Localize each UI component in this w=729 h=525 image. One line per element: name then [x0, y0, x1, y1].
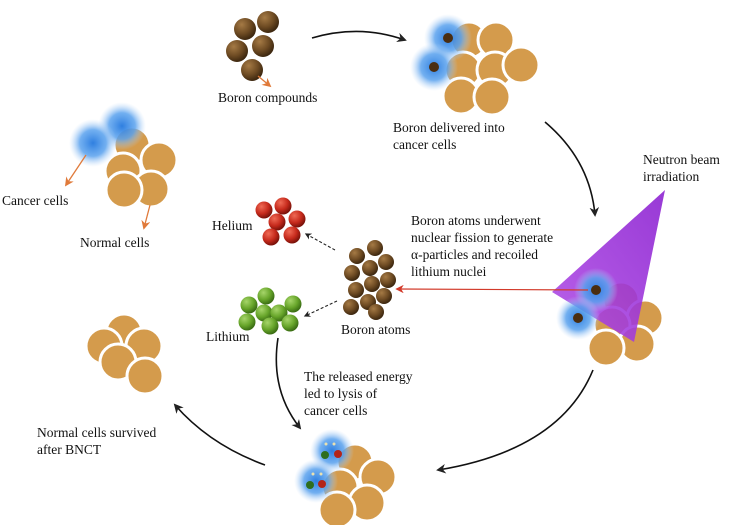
boron-compound-pointer	[257, 75, 272, 88]
released-energy-label: The released energy led to lysis of canc…	[304, 369, 413, 418]
boron-compounds-label: Boron compounds	[218, 90, 318, 105]
arrow-to-lysis	[275, 337, 302, 430]
boron-delivered-label: Boron delivered into cancer cells	[393, 120, 505, 152]
neutron-beam-label: Neutron beam irradiation	[643, 152, 720, 184]
normal-cells-pointer	[141, 204, 151, 230]
arrow-to-helium	[304, 233, 336, 251]
boron-atoms-cluster	[343, 240, 396, 320]
survived-cells-cluster	[84, 312, 165, 396]
fission-arrow	[395, 284, 589, 294]
lysis-cells-cluster	[294, 429, 398, 525]
fission-label: Boron atoms underwent nuclear fission to…	[411, 213, 554, 279]
arrow-to-delivery	[311, 30, 407, 42]
normal-cells-label: Normal cells	[80, 235, 150, 250]
delivered-cells-cluster	[410, 14, 541, 117]
arrow-to-irradiation	[544, 121, 600, 217]
boron-atoms-label: Boron atoms	[341, 322, 411, 337]
boron-compounds-cluster	[226, 11, 279, 81]
lithium-cluster	[238, 287, 302, 335]
arrow-to-survived	[173, 403, 266, 466]
helium-label: Helium	[212, 218, 253, 233]
arrow-to-lithium	[303, 300, 338, 317]
survived-label: Normal cells survived after BNCT	[37, 425, 157, 457]
arrow-to-cancer-normal	[160, 40, 230, 95]
helium-cluster	[255, 197, 306, 246]
cancer-cells-label: Cancer cells	[2, 193, 69, 208]
arrow-irradiation-to-lysis	[436, 369, 594, 474]
initial-cells-cluster	[69, 102, 179, 210]
irradiated-boron-cells	[556, 268, 618, 340]
cancer-cells-pointer	[64, 154, 87, 187]
lithium-label: Lithium	[206, 329, 250, 344]
